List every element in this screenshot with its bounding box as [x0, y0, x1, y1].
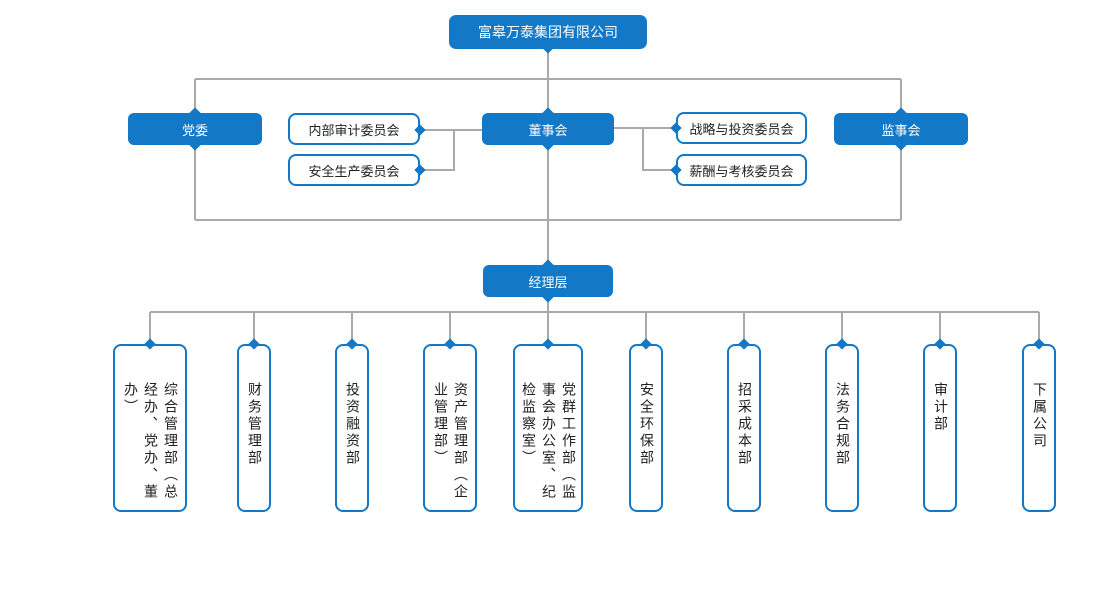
company-label: 富皋万泰集团有限公司: [478, 25, 618, 41]
safety-committee-label: 安全生产委员会: [308, 164, 400, 180]
party-committee-label: 党委: [181, 123, 208, 139]
safety-committee-node: 安全生产委员会: [288, 154, 420, 186]
dept-label: 财务管理部: [246, 382, 262, 467]
dept-label: 投资融资部: [344, 382, 360, 467]
dept-general-management: 综合管理部（总经办、党办、董办）: [113, 344, 187, 512]
dept-party-affairs: 党群工作部（监事会办公室、纪检监察室）: [513, 344, 583, 512]
dept-legal-compliance: 法务合规部: [825, 344, 859, 512]
dept-label: 招采成本部: [736, 382, 752, 467]
dept-label: 综合管理部（总经办、党办、董办）: [122, 382, 178, 501]
dept-label: 审计部: [932, 382, 948, 433]
dept-procurement-cost: 招采成本部: [727, 344, 761, 512]
dept-label: 安全环保部: [638, 382, 654, 467]
audit-committee-label: 内部审计委员会: [308, 123, 400, 139]
management-node: 经理层: [483, 265, 613, 297]
dept-audit: 审计部: [923, 344, 957, 512]
dept-label: 资产管理部（企业管理部）: [432, 382, 468, 501]
management-label: 经理层: [528, 275, 568, 291]
compensation-committee-node: 薪酬与考核委员会: [676, 154, 807, 186]
strategy-committee-node: 战略与投资委员会: [676, 112, 807, 144]
dept-label: 下属公司: [1031, 382, 1047, 450]
audit-committee-node: 内部审计委员会: [288, 113, 420, 145]
dept-asset-management: 资产管理部（企业管理部）: [423, 344, 477, 512]
dept-label: 法务合规部: [834, 382, 850, 467]
board-label: 董事会: [528, 123, 568, 139]
dept-subsidiaries: 下属公司: [1022, 344, 1056, 512]
strategy-committee-label: 战略与投资委员会: [689, 122, 794, 138]
supervisory-board-label: 监事会: [881, 123, 921, 139]
dept-safety-environment: 安全环保部: [629, 344, 663, 512]
dept-label: 党群工作部（监事会办公室、纪检监察室）: [520, 382, 576, 501]
compensation-committee-label: 薪酬与考核委员会: [689, 164, 794, 180]
dept-finance: 财务管理部: [237, 344, 271, 512]
dept-investment-financing: 投资融资部: [335, 344, 369, 512]
